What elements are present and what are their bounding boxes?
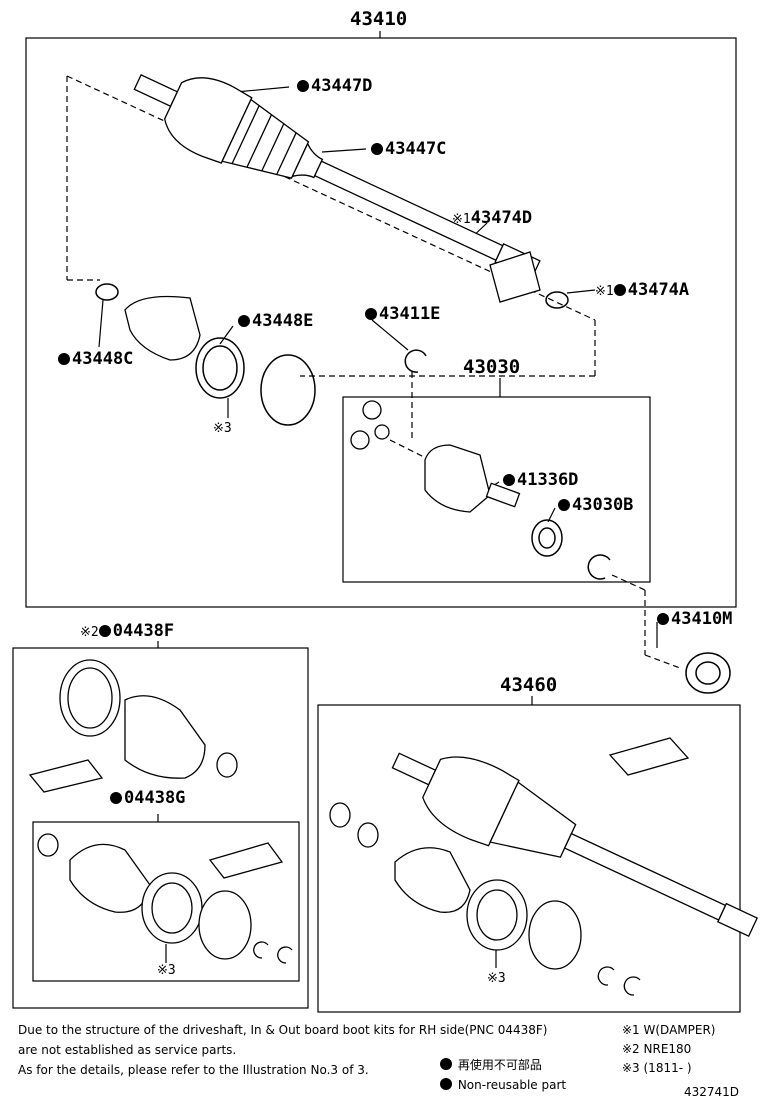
assembly-label-43460: 43460 [500,674,558,696]
non-reusable-dot-icon [440,1078,452,1090]
assembly-label-43410: 43410 [350,8,408,30]
part-label-43447D: 43447D [297,78,372,95]
assembly-43410-frame [25,37,737,608]
non-reusable-dot-icon [98,625,111,637]
non-reusable-dot-icon [58,353,70,365]
note-mark-3: ※3 [213,421,232,436]
non-reusable-dot-icon [503,474,515,486]
part-label-43447C: 43447C [371,141,446,158]
drive-shaft-43410 [133,74,541,280]
part-label-43410M: 43410M [657,611,732,628]
drive-shaft-43460 [329,737,759,996]
part-label-43030B: 43030B [558,497,633,514]
part-label-41336D: 41336D [503,472,578,489]
note-mark-3: ※3 [157,963,176,978]
non-reusable-dot-icon [371,143,383,155]
kit-04438G-frame [32,821,300,982]
non-reusable-dot-icon [613,284,626,296]
non-reusable-dot-icon [440,1058,452,1070]
non-reusable-dot-icon [365,308,377,320]
part-label-43474D: ※143474D [452,208,533,228]
footnote-2: ※2 NRE180 [622,1042,692,1056]
legend-en: Non-reusable part [440,1078,566,1091]
part-label-43448C: 43448C [58,351,133,368]
footnote-3: ※3 (1811- ) [622,1061,692,1075]
footnote-1: ※1 W(DAMPER) [622,1023,716,1037]
non-reusable-dot-icon [657,613,669,625]
non-reusable-dot-icon [238,315,250,327]
non-reusable-dot-icon [558,499,570,511]
note-mark-3: ※3 [487,971,506,986]
legend-jp: 再使用不可部品 [440,1058,542,1071]
kit-label-04438G: 04438G [110,790,185,807]
footer-note-line1: Due to the structure of the driveshaft, … [18,1023,548,1037]
part-label-43448E: 43448E [238,313,313,330]
kit-04438F-frame [12,647,309,1009]
footer-note-line3: As for the details, please refer to the … [18,1063,369,1077]
part-label-43411E: 43411E [365,306,440,323]
footer-note-line2: are not established as service parts. [18,1043,237,1057]
assembly-43030-frame [342,396,651,583]
non-reusable-dot-icon [110,792,122,804]
assembly-43460-frame [317,704,741,1013]
non-reusable-dot-icon [297,80,309,92]
illustration-ref: 432741D [684,1085,740,1099]
assembly-label-43030: 43030 [463,356,521,378]
